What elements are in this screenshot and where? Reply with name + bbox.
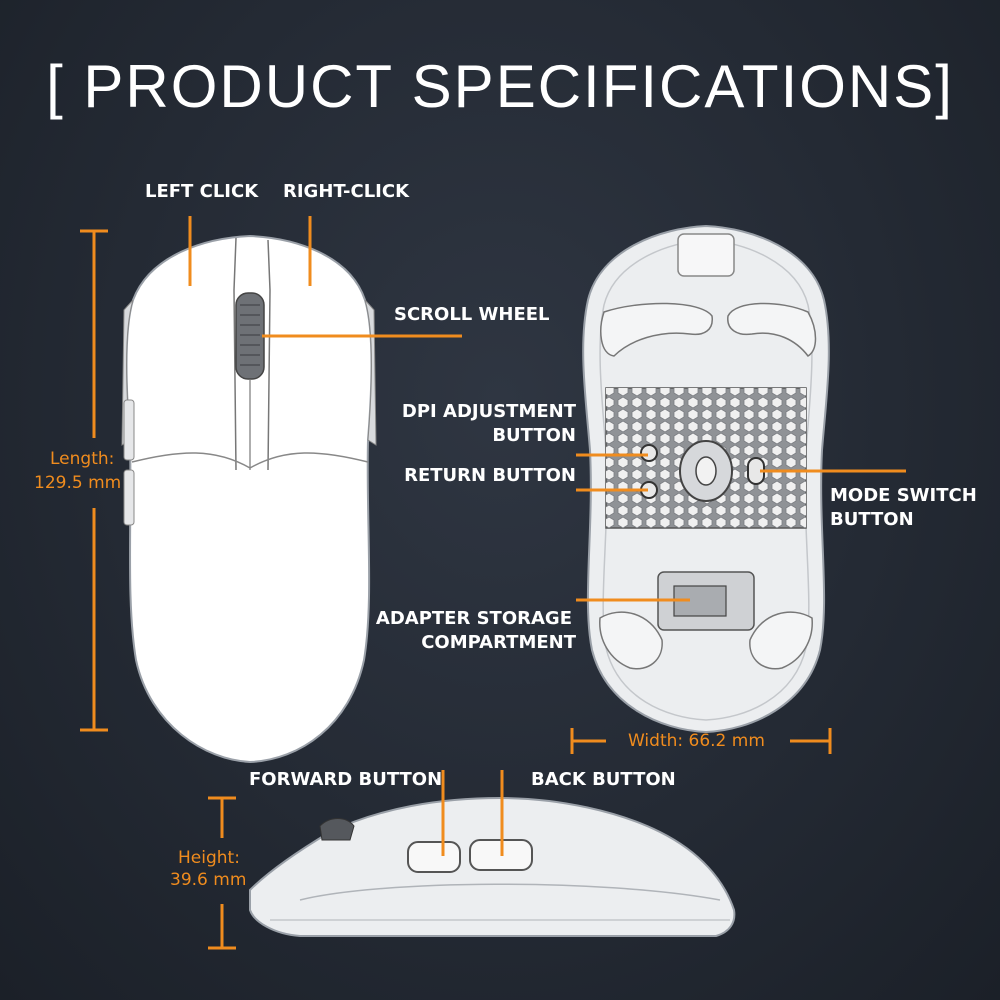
right-click-label: RIGHT-CLICK	[283, 181, 410, 202]
top-view-mouse	[121, 234, 377, 764]
adapter-storage-label-line2: COMPARTMENT	[421, 632, 576, 653]
dpi-button-label-line1: DPI ADJUSTMENT	[401, 401, 576, 422]
return-button-label: RETURN BUTTON	[404, 465, 576, 486]
back-button-label: BACK BUTTON	[531, 769, 676, 790]
scroll-wheel-label: SCROLL WHEEL	[394, 304, 550, 325]
side-view-mouse	[249, 796, 736, 937]
width-label: Width: 66.2 mm	[628, 731, 765, 751]
mode-switch-label-line1: MODE SWITCH	[830, 485, 977, 506]
mode-switch-label-line2: BUTTON	[830, 509, 914, 530]
length-value: 129.5 mm	[34, 473, 122, 493]
forward-button-graphic	[407, 841, 461, 873]
width-dimension	[570, 728, 832, 754]
length-label: Length:	[50, 449, 115, 469]
left-click-label: LEFT CLICK	[145, 181, 259, 202]
height-dimension	[208, 796, 236, 950]
height-label: Height:	[178, 848, 240, 868]
height-value: 39.6 mm	[170, 870, 247, 890]
adapter-storage-label-line1: ADAPTER STORAGE	[375, 608, 572, 629]
scroll-wheel-graphic	[235, 292, 265, 380]
forward-button-label: FORWARD BUTTON	[249, 769, 443, 790]
length-dimension	[80, 229, 108, 732]
page-title: [ PRODUCT SPECIFICATIONS]	[46, 53, 954, 120]
bottom-view-mouse	[582, 224, 830, 734]
dpi-button-label-line2: BUTTON	[492, 425, 576, 446]
